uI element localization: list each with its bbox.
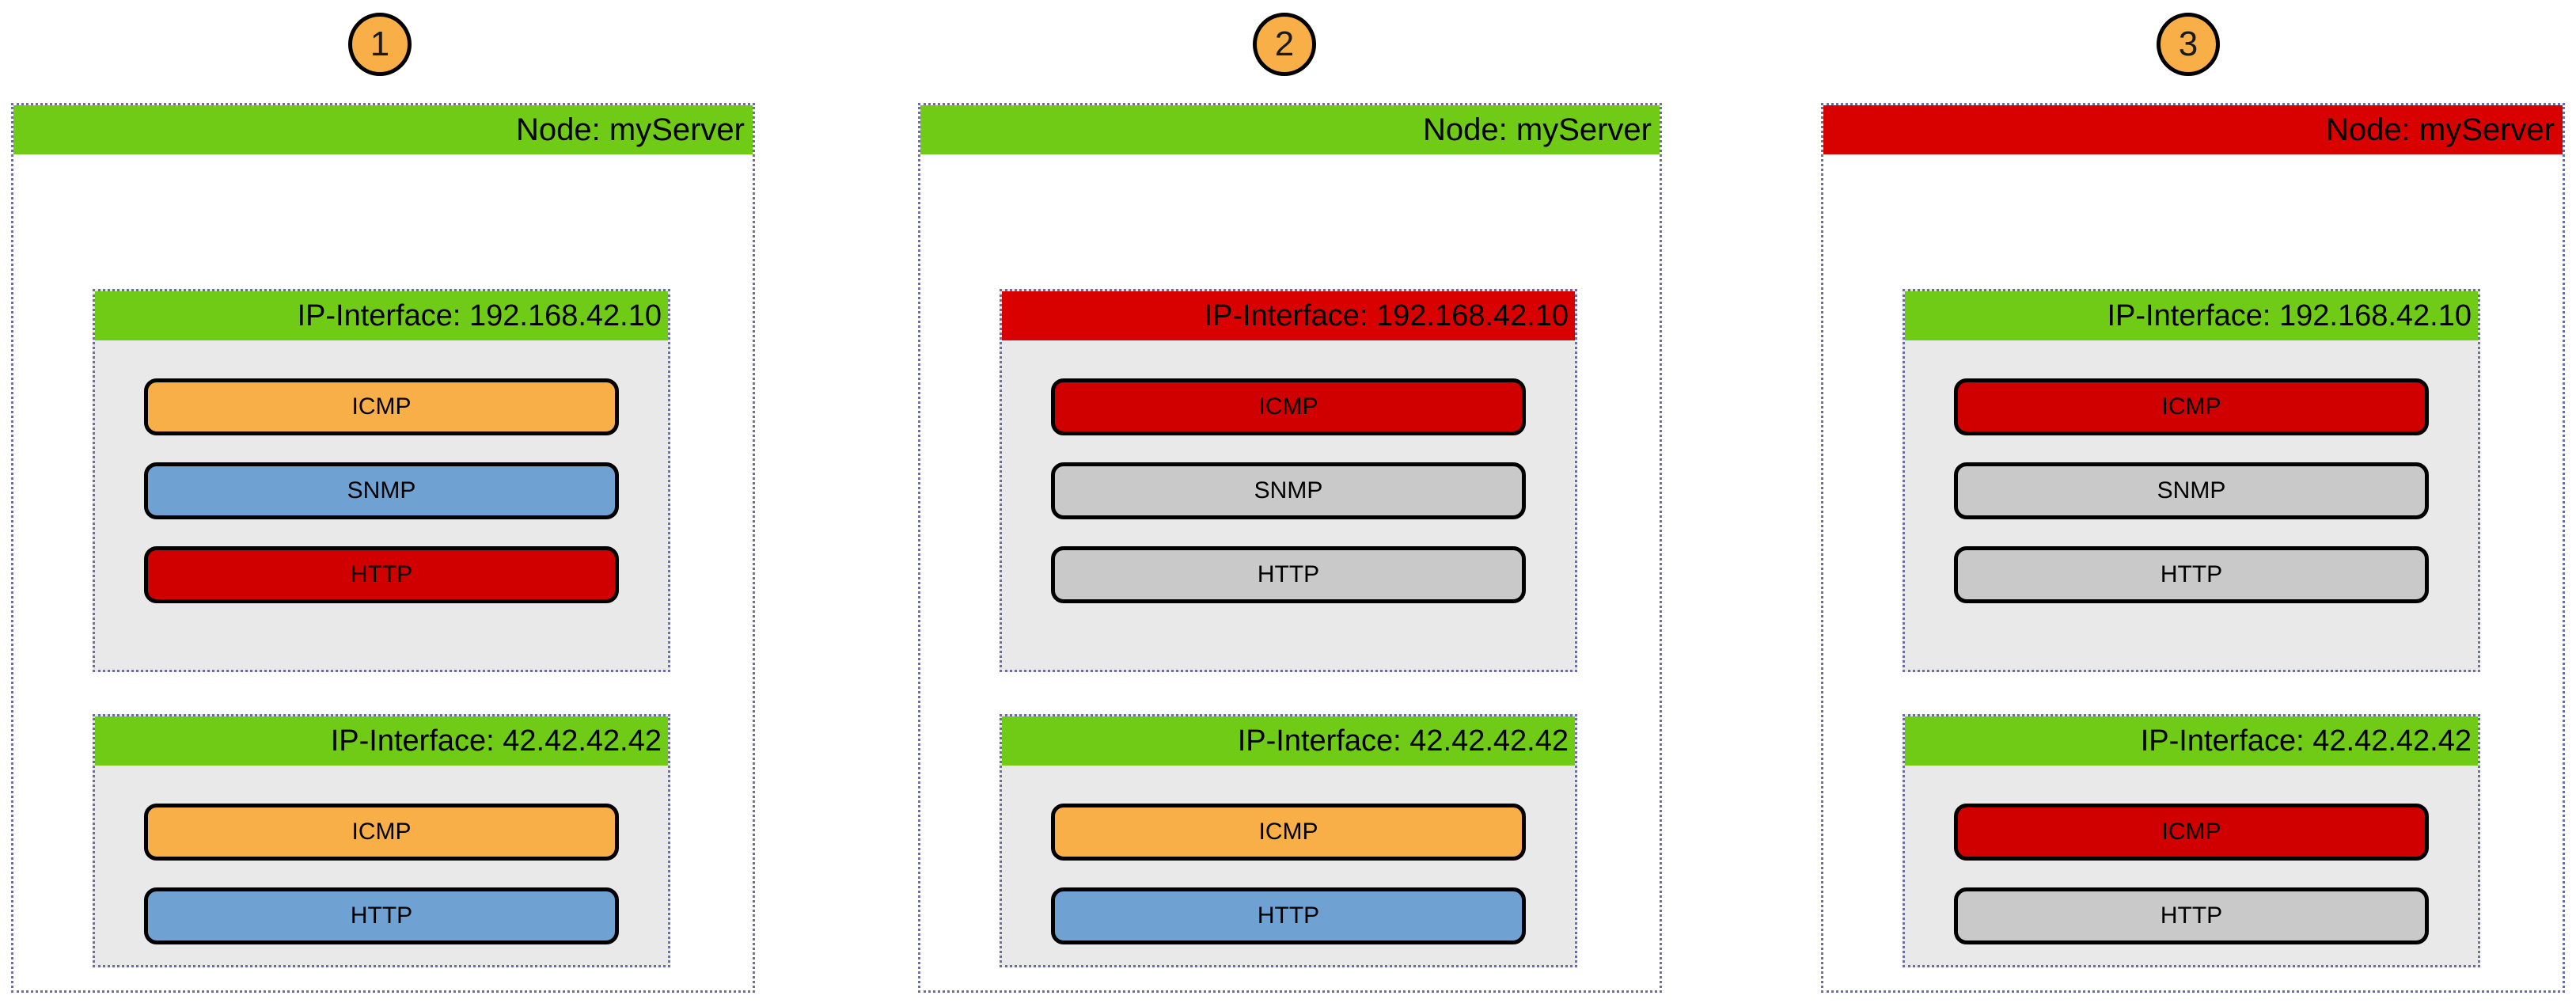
service-list-1-2: ICMP HTTP	[95, 766, 668, 944]
service-box-http: HTTP	[1051, 887, 1526, 944]
ip-interface-header-2-2: IP-Interface: 42.42.42.42	[1002, 716, 1575, 766]
service-list-1-1: ICMP SNMP HTTP	[95, 340, 668, 603]
node-container-1: Node: myServer IP-Interface: 192.168.42.…	[11, 103, 755, 993]
service-label: ICMP	[2161, 819, 2221, 845]
node-container-3: Node: myServer IP-Interface: 192.168.42.…	[1821, 103, 2565, 993]
service-box-icmp: ICMP	[1051, 804, 1526, 861]
service-label: ICMP	[351, 393, 412, 420]
service-label: HTTP	[2160, 902, 2223, 929]
service-label: HTTP	[2160, 561, 2223, 587]
service-box-snmp: SNMP	[1954, 462, 2429, 519]
ip-interface-panel-1-2: IP-Interface: 42.42.42.42 ICMP HTTP	[93, 714, 670, 967]
service-label: HTTP	[1257, 561, 1320, 587]
service-box-snmp: SNMP	[1051, 462, 1526, 519]
service-label: HTTP	[1257, 902, 1320, 929]
service-label: SNMP	[1254, 477, 1323, 504]
step-badge-3: 3	[2157, 13, 2220, 76]
service-label: ICMP	[2161, 393, 2221, 420]
step-badge-3-label: 3	[2178, 25, 2199, 63]
ip-interface-header-3-1: IP-Interface: 192.168.42.10	[1905, 291, 2478, 340]
node-label-1: Node: myServer	[516, 112, 745, 147]
service-box-http: HTTP	[144, 887, 619, 944]
step-badge-1: 1	[348, 13, 412, 76]
node-header-1: Node: myServer	[13, 105, 753, 154]
ip-interface-header-2-1: IP-Interface: 192.168.42.10	[1002, 291, 1575, 340]
service-box-snmp: SNMP	[144, 462, 619, 519]
step-badge-1-label: 1	[370, 25, 390, 63]
service-box-http: HTTP	[144, 546, 619, 603]
service-list-2-1: ICMP SNMP HTTP	[1002, 340, 1575, 603]
node-container-2: Node: myServer IP-Interface: 192.168.42.…	[918, 103, 1662, 993]
service-list-3-2: ICMP HTTP	[1905, 766, 2478, 944]
service-box-icmp: ICMP	[1954, 378, 2429, 435]
service-box-icmp: ICMP	[1954, 804, 2429, 861]
node-label-2: Node: myServer	[1423, 112, 1652, 147]
service-box-icmp: ICMP	[144, 378, 619, 435]
ip-interface-label-2-1: IP-Interface: 192.168.42.10	[1204, 299, 1569, 332]
ip-interface-panel-3-1: IP-Interface: 192.168.42.10 ICMP SNMP HT…	[1903, 289, 2480, 672]
step-badge-2-label: 2	[1274, 25, 1295, 63]
service-label: ICMP	[1258, 819, 1318, 845]
ip-interface-panel-3-2: IP-Interface: 42.42.42.42 ICMP HTTP	[1903, 714, 2480, 967]
node-header-3: Node: myServer	[1823, 105, 2563, 154]
service-label: SNMP	[347, 477, 416, 504]
ip-interface-label-2-2: IP-Interface: 42.42.42.42	[1237, 724, 1569, 758]
service-label: ICMP	[1258, 393, 1318, 420]
service-box-icmp: ICMP	[1051, 378, 1526, 435]
ip-interface-header-3-2: IP-Interface: 42.42.42.42	[1905, 716, 2478, 766]
node-header-2: Node: myServer	[920, 105, 1660, 154]
service-label: HTTP	[350, 902, 413, 929]
service-box-http: HTTP	[1954, 546, 2429, 603]
service-label: ICMP	[351, 819, 412, 845]
ip-interface-label-3-1: IP-Interface: 192.168.42.10	[2107, 299, 2472, 332]
ip-interface-panel-1-1: IP-Interface: 192.168.42.10 ICMP SNMP HT…	[93, 289, 670, 672]
service-label: SNMP	[2157, 477, 2226, 504]
step-badge-2: 2	[1253, 13, 1316, 76]
ip-interface-label-1-2: IP-Interface: 42.42.42.42	[330, 724, 662, 758]
service-label: HTTP	[350, 561, 413, 587]
service-box-icmp: ICMP	[144, 804, 619, 861]
ip-interface-panel-2-1: IP-Interface: 192.168.42.10 ICMP SNMP HT…	[1000, 289, 1577, 672]
node-label-3: Node: myServer	[2326, 112, 2555, 147]
ip-interface-header-1-1: IP-Interface: 192.168.42.10	[95, 291, 668, 340]
service-list-3-1: ICMP SNMP HTTP	[1905, 340, 2478, 603]
ip-interface-header-1-2: IP-Interface: 42.42.42.42	[95, 716, 668, 766]
ip-interface-label-1-1: IP-Interface: 192.168.42.10	[297, 299, 662, 332]
ip-interface-panel-2-2: IP-Interface: 42.42.42.42 ICMP HTTP	[1000, 714, 1577, 967]
ip-interface-label-3-2: IP-Interface: 42.42.42.42	[2140, 724, 2472, 758]
service-box-http: HTTP	[1954, 887, 2429, 944]
service-list-2-2: ICMP HTTP	[1002, 766, 1575, 944]
service-box-http: HTTP	[1051, 546, 1526, 603]
